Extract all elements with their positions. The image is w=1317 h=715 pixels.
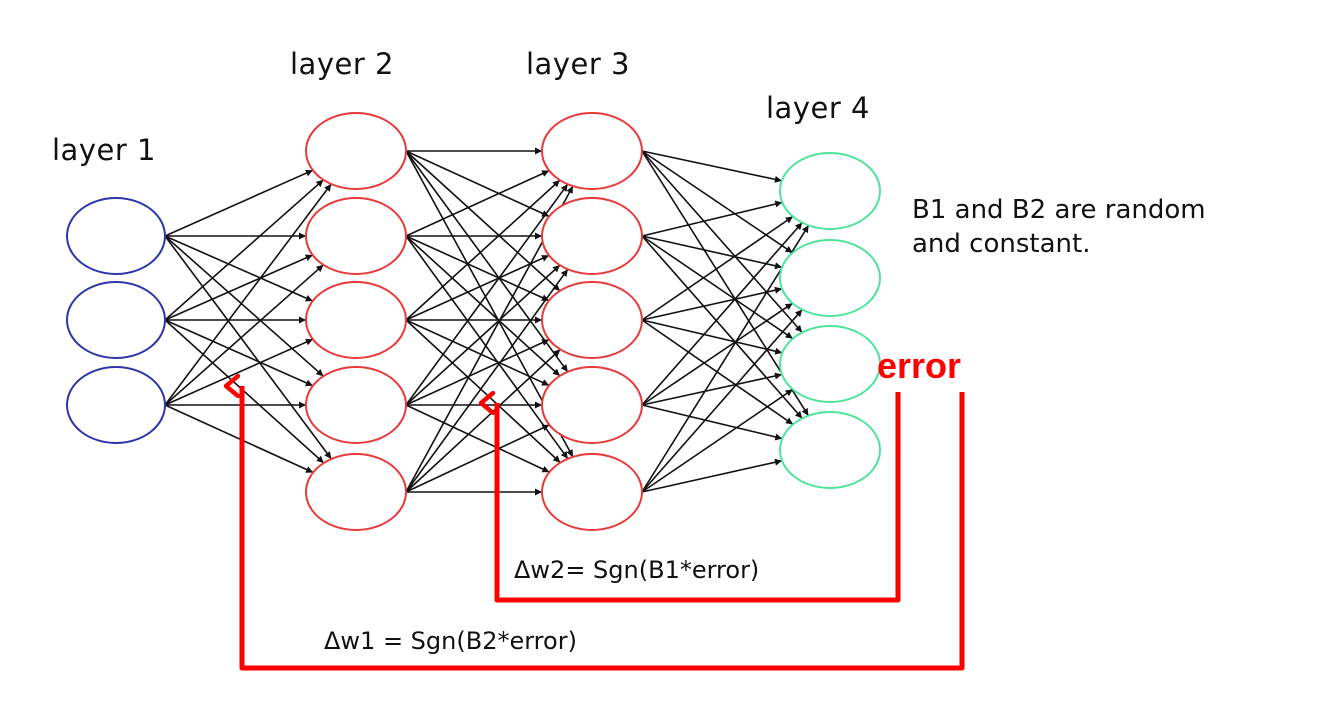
connection-arrow-l2-2-to-l3-3 [405, 235, 550, 302]
connection-arrow-l1-1-to-l2-1 [164, 169, 314, 237]
connection-arrow-l2-2-to-l3-4 [405, 235, 561, 377]
connection-arrow-l2-2-to-l3-1 [405, 169, 550, 237]
connection-arrow-l3-5-to-l4-3 [641, 388, 794, 493]
connection-arrow-l3-4-to-l4-1 [641, 222, 803, 406]
neuron-layer3-2 [541, 197, 643, 275]
connection-arrow-l3-4-to-l4-3 [641, 372, 783, 406]
neuron-layer2-2 [305, 197, 407, 275]
connection-arrow-l3-1-to-l4-2 [641, 150, 794, 254]
delta-w1-formula: Δw1 = Sgn(B2*error) [324, 627, 577, 655]
layer-3-label: layer 3 [526, 47, 630, 81]
neuron-layer2-1 [305, 112, 407, 190]
connection-arrow-l1-2-to-l2-2 [164, 254, 314, 321]
neuron-layer3-1 [541, 112, 643, 190]
neuron-layer4-1 [779, 152, 881, 230]
feedback-path-w2 [497, 392, 901, 603]
neurons [66, 112, 881, 531]
layer-4-label: layer 4 [766, 91, 870, 125]
connection-arrow-l3-2-to-l4-4 [641, 235, 803, 419]
connection-arrow-l1-3-to-l2-3 [164, 338, 314, 406]
feedback-paths [242, 386, 965, 671]
connection-arrow-l2-3-to-l3-2 [405, 254, 550, 321]
connection-arrow-l1-3-to-l2-1 [164, 183, 332, 406]
layer-2-label: layer 2 [290, 47, 394, 81]
connection-arrow-l2-5-to-l3-2 [405, 268, 569, 493]
connection-arrow-l2-3-to-l3-4 [405, 319, 550, 387]
connection-arrow-l2-3-to-l3-1 [405, 179, 561, 321]
neuron-layer2-3 [305, 281, 407, 359]
connection-arrow-l3-5-to-l4-2 [641, 309, 803, 493]
neuron-layer4-4 [779, 411, 881, 489]
connection-arrow-l1-1-to-l2-5 [164, 235, 332, 460]
connection-arrow-l3-4-to-l4-2 [641, 302, 794, 406]
neuron-layer2-5 [305, 453, 407, 531]
connection-arrow-l1-2-to-l2-1 [164, 179, 324, 321]
connection-arrow-l3-3-to-l4-1 [641, 215, 794, 321]
connection-arrow-l2-5-to-l3-4 [405, 424, 550, 493]
neuron-layer2-4 [305, 366, 407, 444]
neuron-layer4-2 [779, 239, 881, 317]
connection-arrow-l2-4-to-l3-5 [405, 404, 550, 473]
neuron-layer1-2 [66, 281, 166, 359]
connection-arrow-l3-2-to-l4-2 [641, 235, 783, 270]
connection-arrows [164, 147, 810, 496]
connection-arrow-l2-5-to-l3-3 [405, 348, 561, 493]
connection-arrow-l3-3-to-l4-3 [641, 319, 783, 355]
connection-arrow-l2-4-to-l3-3 [405, 338, 550, 406]
neuron-layer1-1 [66, 197, 166, 275]
layer-1-label: layer 1 [52, 133, 156, 167]
note-line-1: B1 and B2 are random [912, 195, 1206, 225]
connection-arrow-l2-2-to-l3-5 [405, 235, 569, 460]
connection-arrow-l2-4-to-l3-1 [405, 183, 569, 406]
error-label: error [877, 345, 962, 386]
connection-arrow-l3-1-to-l4-3 [641, 150, 803, 333]
delta-w2-formula: Δw2= Sgn(B1*error) [514, 556, 760, 584]
connection-arrow-l1-2-to-l2-4 [164, 319, 314, 387]
connection-arrow-l2-1-to-l3-3 [405, 150, 561, 292]
connection-arrow-l3-5-to-l4-4 [641, 458, 783, 493]
connection-arrow-l2-1-to-l3-2 [405, 150, 550, 218]
connection-arrow-l2-4-to-l3-2 [405, 264, 561, 406]
connection-arrow-l3-3-to-l4-2 [641, 286, 783, 321]
feedback-path-w1 [242, 386, 965, 671]
connection-arrow-l3-1-to-l4-1 [641, 150, 783, 183]
neuron-layer3-3 [541, 281, 643, 359]
connection-arrow-l1-1-to-l2-4 [164, 235, 324, 377]
note-line-2: and constant. [912, 229, 1091, 259]
connection-arrow-l1-1-to-l2-3 [164, 235, 314, 302]
connection-arrow-l3-2-to-l4-1 [641, 200, 783, 237]
neuron-layer3-4 [541, 366, 643, 444]
connection-arrow-l3-4-to-l4-4 [641, 404, 783, 441]
neuron-layer4-3 [779, 325, 881, 403]
neuron-layer3-5 [541, 453, 643, 531]
neuron-layer1-3 [66, 366, 166, 444]
connection-arrow-l1-3-to-l2-5 [164, 404, 314, 474]
connection-arrow-l2-1-to-l3-4 [405, 150, 569, 373]
connection-arrow-l1-3-to-l2-2 [164, 264, 324, 406]
connection-arrow-l3-2-to-l4-3 [641, 235, 794, 340]
